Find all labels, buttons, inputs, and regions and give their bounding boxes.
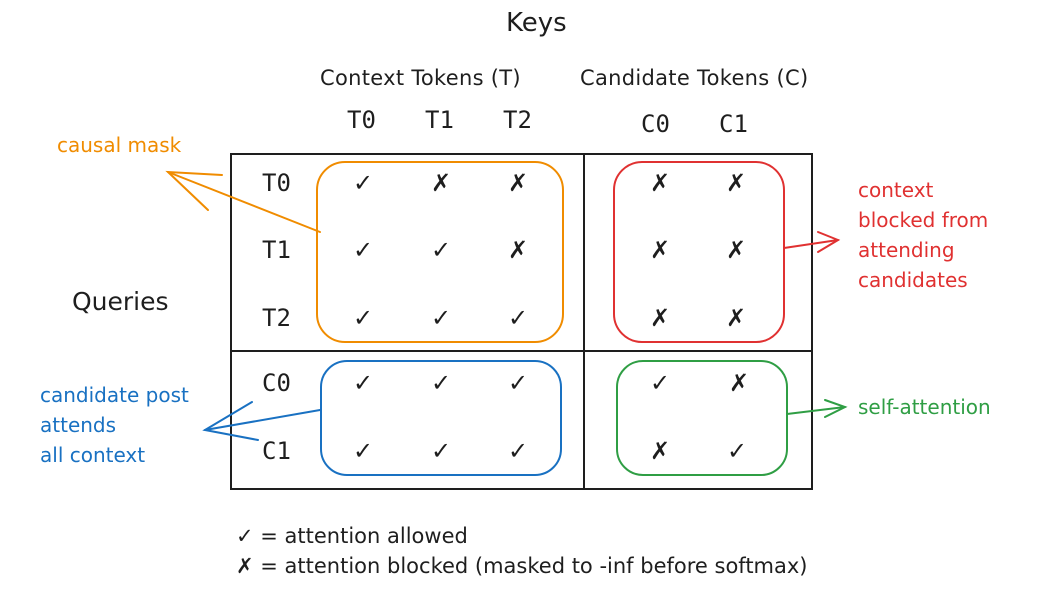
- context-tokens-group-label: Context Tokens (T): [320, 66, 521, 90]
- candidate-attends-box: [320, 360, 562, 476]
- cell-c1-t1: ✓: [430, 437, 452, 465]
- col-header-c1: C1: [719, 110, 748, 138]
- cell-c0-t1: ✓: [430, 369, 452, 397]
- cell-t0-t0: ✓: [352, 169, 374, 197]
- context-blocked-arrow: [783, 231, 841, 253]
- cell-c1-t0: ✓: [352, 437, 374, 465]
- col-header-c0: C0: [641, 110, 670, 138]
- cell-t2-t2: ✓: [507, 304, 529, 332]
- queries-label: Queries: [72, 287, 169, 316]
- cell-t0-t2: ✗: [507, 169, 529, 197]
- self-attention-box: [616, 360, 788, 476]
- cell-t2-c0: ✗: [649, 304, 671, 332]
- cell-t2-t1: ✓: [430, 304, 452, 332]
- cell-c0-c1: ✗: [728, 369, 750, 397]
- candidate-tokens-group-label: Candidate Tokens (C): [580, 66, 809, 90]
- cell-t2-c1: ✗: [725, 304, 747, 332]
- context-blocked-box: [613, 161, 785, 343]
- causal-arrow: [165, 170, 321, 233]
- legend-allowed: ✓ = attention allowed: [236, 524, 468, 548]
- cell-c0-c0: ✓: [649, 369, 671, 397]
- keys-title: Keys: [506, 8, 567, 38]
- cell-c1-c0: ✗: [649, 437, 671, 465]
- self-attention-annotation: self-attention: [858, 395, 991, 419]
- cell-t1-t1: ✓: [430, 236, 452, 264]
- cell-t1-c1: ✗: [725, 236, 747, 264]
- self-attention-arrow: [786, 399, 848, 418]
- cell-t0-c0: ✗: [649, 169, 671, 197]
- grid-outline: [230, 153, 813, 490]
- cell-t1-c0: ✗: [649, 236, 671, 264]
- cell-t2-t0: ✓: [352, 304, 374, 332]
- causal-mask-annotation: causal mask: [57, 133, 182, 157]
- cell-c1-c1: ✓: [726, 437, 748, 465]
- row-header-t1: T1: [262, 236, 291, 264]
- cell-c0-t0: ✓: [352, 369, 374, 397]
- context-blocked-annotation: context blocked from attending candidate…: [858, 178, 989, 292]
- cell-c0-t2: ✓: [507, 369, 529, 397]
- cell-t1-t0: ✓: [352, 236, 374, 264]
- cell-c1-t2: ✓: [507, 437, 529, 465]
- cell-t1-t2: ✗: [507, 236, 529, 264]
- row-header-t0: T0: [262, 169, 291, 197]
- cell-t0-t1: ✗: [430, 169, 452, 197]
- cell-t0-c1: ✗: [725, 169, 747, 197]
- candidate-post-annotation: candidate post attends all context: [40, 383, 189, 467]
- row-header-c1: C1: [262, 437, 291, 465]
- col-header-t0: T0: [347, 106, 376, 134]
- col-header-t2: T2: [503, 106, 532, 134]
- row-header-t2: T2: [262, 304, 291, 332]
- legend-blocked: ✗ = attention blocked (masked to -inf be…: [236, 554, 808, 578]
- col-header-t1: T1: [425, 106, 454, 134]
- row-header-c0: C0: [262, 369, 291, 397]
- causal-mask-box: [316, 161, 564, 343]
- candidate-post-arrow: [202, 401, 321, 441]
